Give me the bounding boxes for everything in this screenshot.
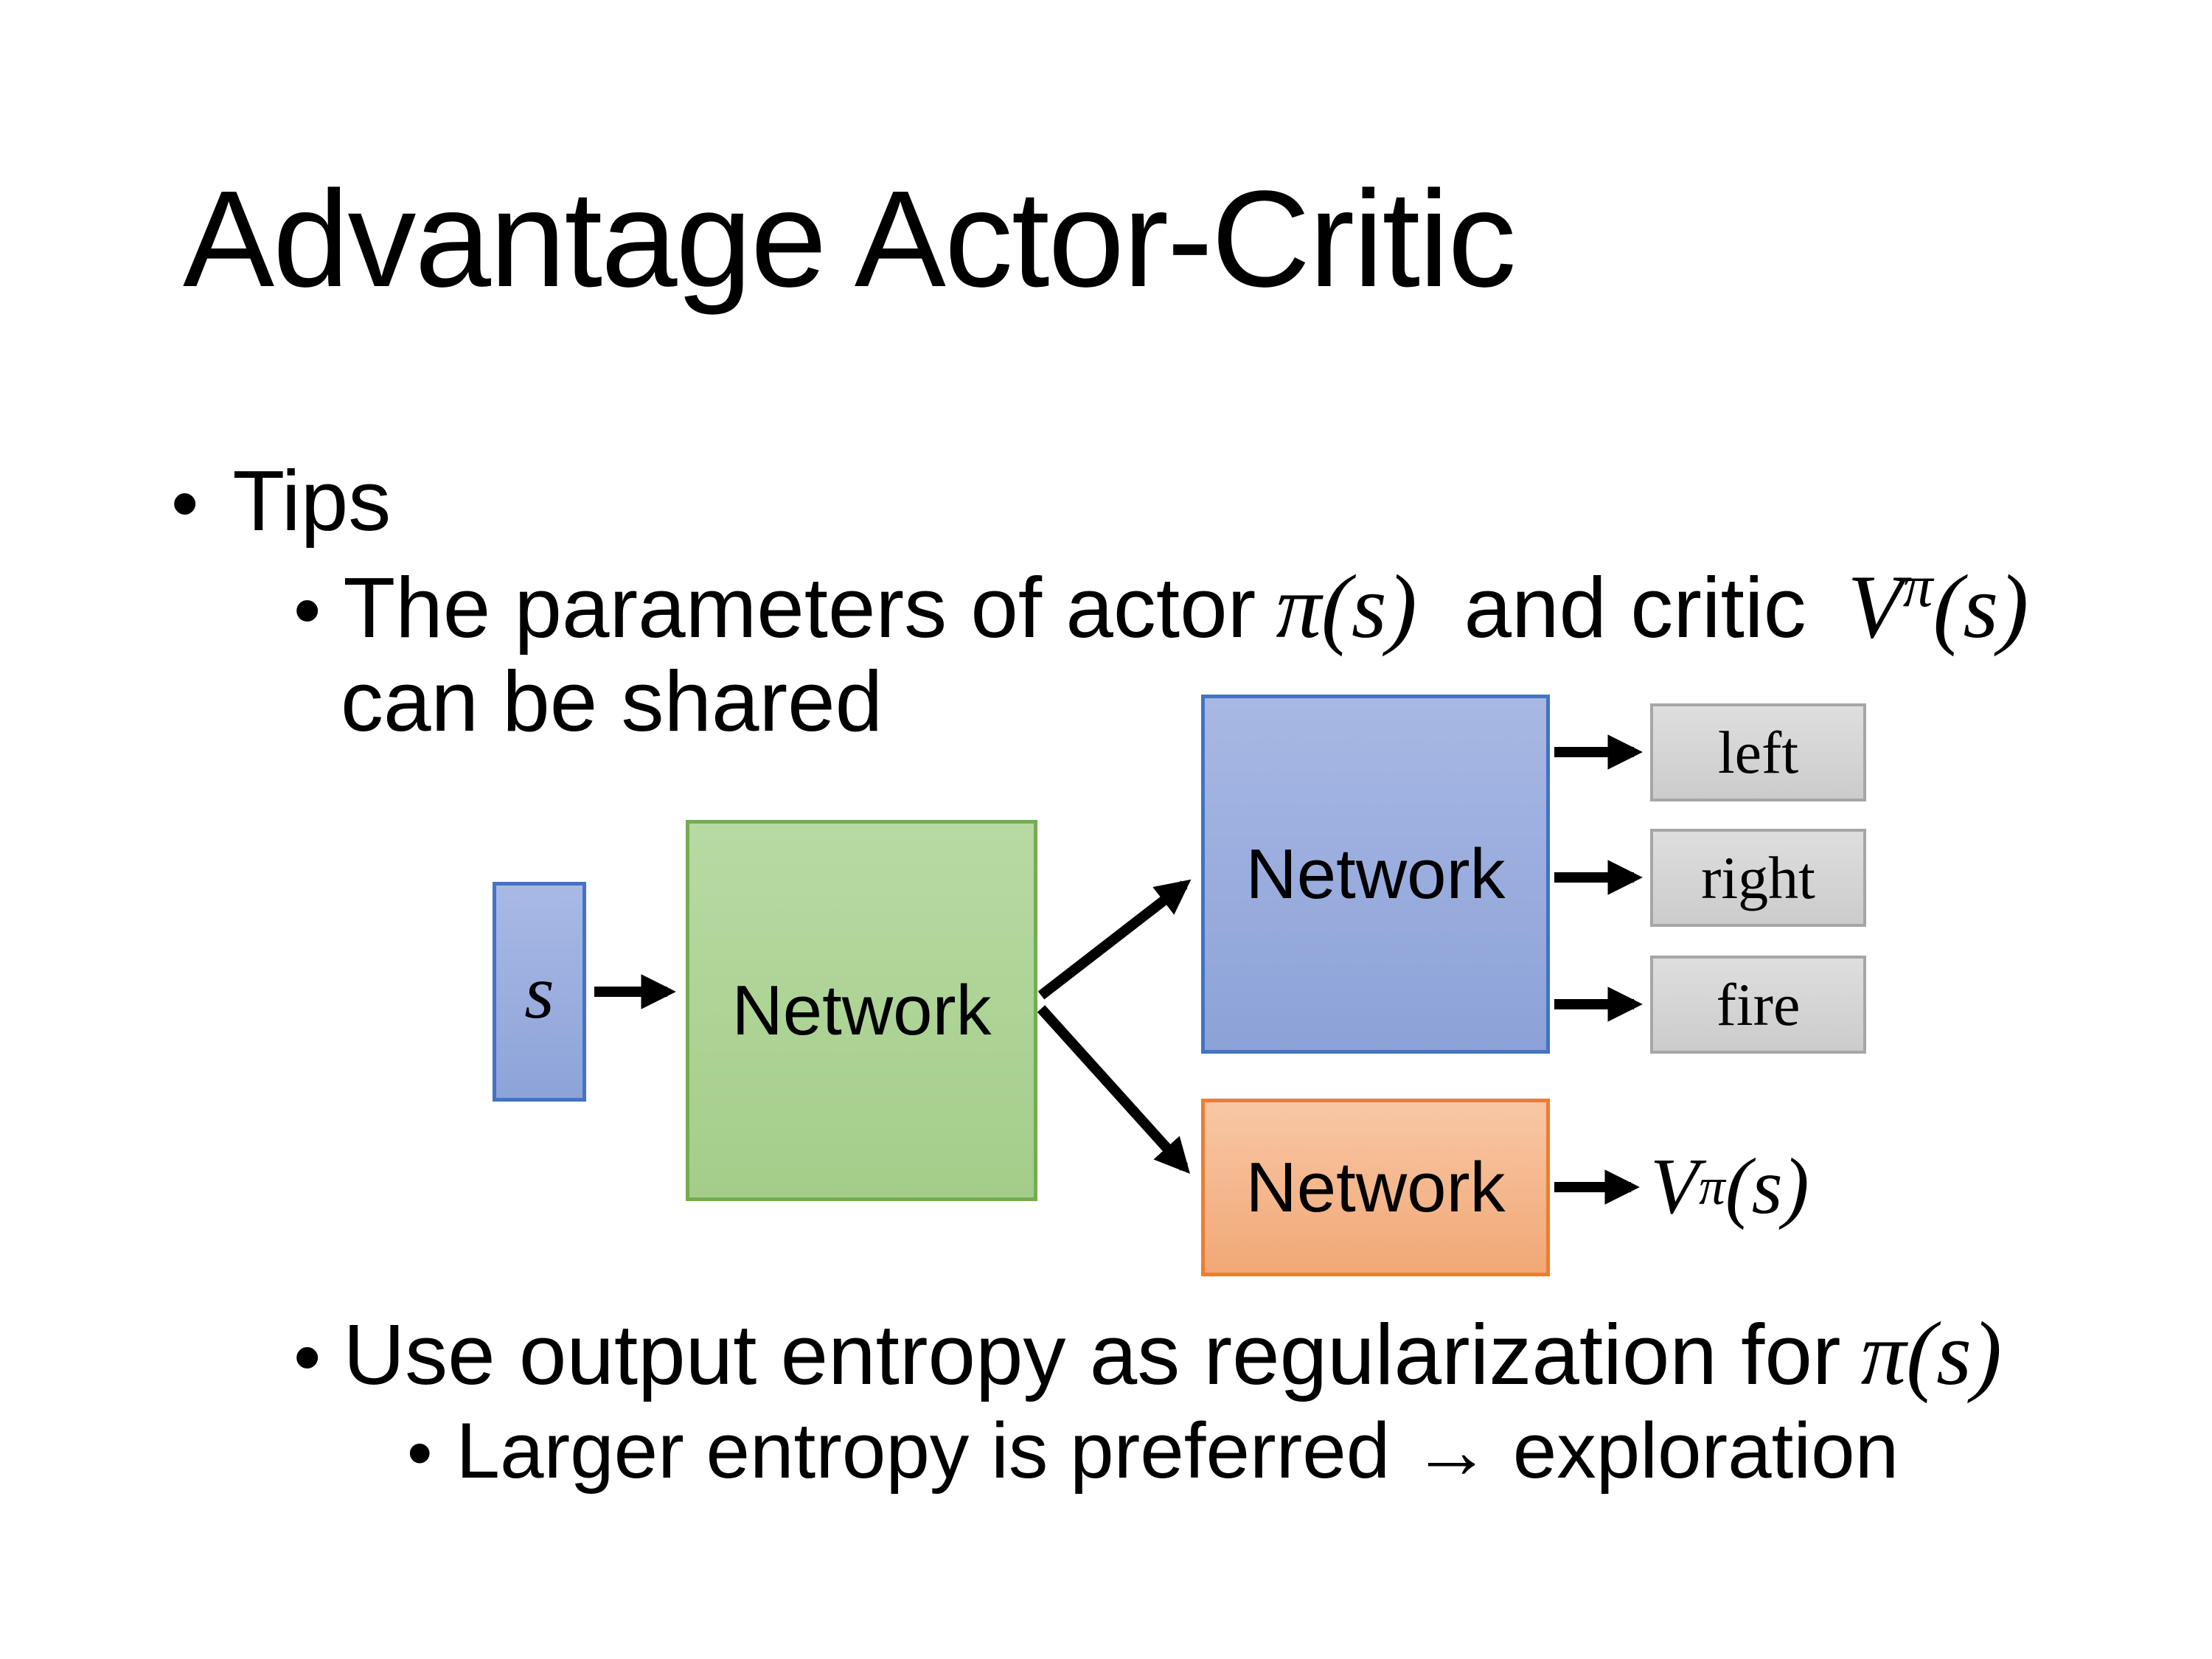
actor-network-box: Network: [1201, 695, 1550, 1054]
policy-math: π(s): [1860, 1303, 2002, 1404]
arrow-shared-to-critic: [1037, 1005, 1190, 1174]
bullet-dot-icon: •: [407, 1412, 433, 1493]
page-title: Advantage Actor-Critic: [183, 163, 1516, 316]
entropy-text: Use output entropy as regularization for: [343, 1307, 1841, 1402]
bullet-item-entropy: •Use output entropy as regularization fo…: [293, 1301, 2002, 1406]
exploration-label: Larger entropy is preferred → exploratio…: [456, 1406, 1899, 1495]
shared-network-label: Network: [731, 970, 992, 1050]
critic-network-label: Network: [1245, 1147, 1506, 1227]
bullet-dot-icon: •: [293, 566, 321, 654]
state-label: s: [524, 949, 554, 1034]
value-symbol: V: [1650, 1143, 1699, 1231]
shared-network-box: Network: [686, 820, 1037, 1201]
bullet-item-tips: • Tips: [171, 451, 391, 550]
action-box-fire: fire: [1650, 956, 1866, 1054]
value-symbol: V: [1847, 556, 1903, 657]
parameters-text: The parameters of actor: [343, 560, 1256, 655]
tips-label: Tips: [232, 453, 392, 549]
actor-policy-math: π(s): [1276, 556, 1417, 657]
value-argument: (s): [1933, 556, 2029, 657]
critic-value-math: Vπ(s): [1848, 556, 2029, 657]
and-critic-text: and critic: [1464, 560, 1806, 655]
bullet-item-exploration: • Larger entropy is preferred → explorati…: [407, 1405, 1899, 1496]
critic-network-box: Network: [1201, 1099, 1550, 1276]
bullet-dot-icon: •: [293, 1312, 321, 1401]
bullet-line-can-be-shared: can be shared: [341, 653, 883, 749]
arrow-shared-to-actor: [1037, 879, 1192, 1000]
action-left-label: left: [1717, 718, 1799, 786]
action-fire-label: fire: [1716, 970, 1801, 1038]
action-right-label: right: [1701, 844, 1815, 911]
action-box-left: left: [1650, 703, 1866, 801]
value-argument: (s): [1725, 1143, 1809, 1231]
value-superscript: π: [1902, 553, 1933, 620]
action-box-right: right: [1650, 829, 1866, 927]
state-box: s: [493, 882, 586, 1102]
actor-network-label: Network: [1245, 834, 1506, 914]
bullet-dot-icon: •: [171, 459, 199, 547]
